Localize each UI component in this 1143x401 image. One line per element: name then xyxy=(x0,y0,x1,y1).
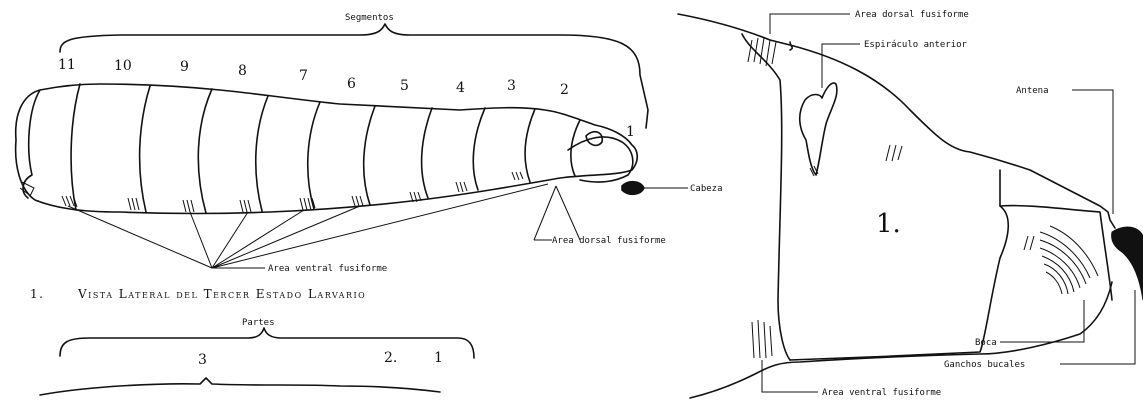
area-ventral-label: Area ventral fusiforme xyxy=(268,264,387,274)
larva-body-partial xyxy=(40,378,440,395)
boca-leader xyxy=(1000,300,1084,342)
segment-divider xyxy=(140,86,150,212)
dorsal-leader-right xyxy=(770,14,850,34)
segment-divider xyxy=(473,108,485,190)
figure-number: 1. xyxy=(30,287,44,301)
segment-boundary-right xyxy=(790,170,1008,360)
boca-label: Boca xyxy=(975,338,997,348)
anterior-enlarged-view: 1. Area dorsal fusiforme Espiráculo ante… xyxy=(678,10,1143,398)
area-dorsal-label-right: Area dorsal fusiforme xyxy=(855,10,969,20)
ventral-pad xyxy=(352,196,363,206)
segment-number: 1 xyxy=(626,124,635,140)
segment-divider xyxy=(71,84,80,210)
area-ventral-label-right: Area ventral fusiforme xyxy=(822,388,941,398)
segment-divider xyxy=(198,89,212,213)
tail-end xyxy=(23,90,40,198)
mouth-hooks-right xyxy=(1112,227,1143,300)
ventral-pads xyxy=(62,172,523,212)
spiracle-leader xyxy=(822,44,860,88)
area-dorsal-leader xyxy=(534,186,580,240)
ganchos-label: Ganchos bucales xyxy=(944,360,1025,370)
ganchos-leader xyxy=(1060,290,1135,364)
body-hatch xyxy=(1024,236,1034,250)
mouth-hooks xyxy=(622,182,644,195)
ventral-pad xyxy=(183,200,194,212)
ventral-pad xyxy=(128,198,139,210)
segment-number: 11 xyxy=(58,57,76,73)
segment-number: 6 xyxy=(347,76,356,92)
segment-boundary xyxy=(790,42,792,50)
part-number: 1 xyxy=(434,350,443,366)
ventral-pad xyxy=(512,172,523,180)
segment-number: 3 xyxy=(507,78,516,94)
segments-label: Segmentos xyxy=(345,13,394,23)
segment-divider xyxy=(364,106,375,205)
segment-number: 9 xyxy=(180,59,189,75)
figure-caption: Vista Lateral del Tercer Estado Larvario xyxy=(77,287,366,301)
segment-divider xyxy=(422,108,432,198)
segment-number: 10 xyxy=(114,58,132,74)
segment-divider xyxy=(256,96,268,211)
ventral-fusiform-hatch xyxy=(752,320,772,358)
segment-number: 7 xyxy=(299,68,308,84)
parts-label: Partes xyxy=(242,318,275,328)
segment-number: 2 xyxy=(560,82,569,98)
ventral-leader-right xyxy=(762,360,818,392)
mouth-hatching xyxy=(1040,226,1098,294)
segment-divider xyxy=(308,102,320,209)
larva-lateral-view: Segmentos 11 10 9 8 7 6 5 4 3 2 1 xyxy=(16,13,723,301)
segment-number: 8 xyxy=(238,63,247,79)
antena-label: Antena xyxy=(1016,86,1049,96)
area-dorsal-label: Area dorsal fusiforme xyxy=(552,236,666,246)
segment-boundary xyxy=(742,34,790,360)
part-number: 2. xyxy=(384,350,397,366)
area-ventral-leader xyxy=(68,184,548,268)
body-hatch xyxy=(886,145,902,161)
figure-number-right: 1. xyxy=(876,209,901,239)
cabeza-label: Cabeza xyxy=(690,184,723,194)
espiraculo-label: Espiráculo anterior xyxy=(864,40,968,50)
ventral-pad xyxy=(456,182,467,192)
parts-brace xyxy=(60,328,474,358)
larva-body-outline xyxy=(16,84,638,214)
anterior-body-outline xyxy=(678,14,1115,398)
head-outline xyxy=(1000,206,1112,300)
dorsal-fusiform-hatch xyxy=(748,38,776,66)
ventral-pad xyxy=(240,200,251,212)
segment-number: 4 xyxy=(456,80,465,96)
part-number: 3 xyxy=(198,352,207,368)
larva-parts-view: Partes 3 2. 1 xyxy=(40,318,474,395)
segment-number: 5 xyxy=(400,78,409,94)
segment-divider xyxy=(525,109,535,182)
anterior-spiracle xyxy=(800,83,837,175)
